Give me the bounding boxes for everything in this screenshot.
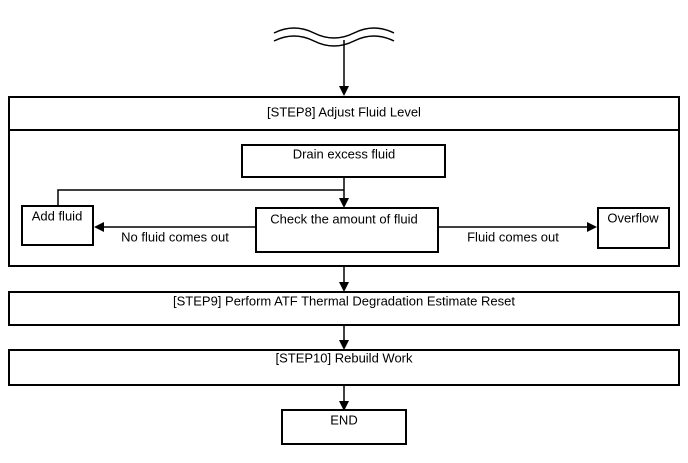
add-fluid-box (21, 205, 94, 246)
step10-box (8, 349, 680, 386)
overflow-box (597, 207, 670, 249)
arrowhead-add-fluid (94, 222, 104, 232)
step10-label: [STEP10] Rebuild Work (275, 350, 413, 365)
arrowhead-overflow (587, 222, 597, 232)
drain-excess-fluid-label: Drain excess fluid (293, 146, 396, 161)
step8-title: [STEP8] Adjust Fluid Level (267, 104, 421, 119)
arrowhead-end (339, 401, 349, 411)
connector-add-fluid-loop-back (57, 189, 344, 206)
end-label: END (330, 412, 357, 427)
drain-excess-fluid-box (241, 144, 446, 178)
add-fluid-label: Add fluid (32, 208, 83, 223)
fluid-comes-out-label: Fluid comes out (467, 229, 559, 244)
no-fluid-comes-out-label: No fluid comes out (121, 229, 229, 244)
continuation-break-symbol (273, 27, 395, 47)
overflow-label: Overflow (607, 210, 659, 225)
arrowhead-check (339, 198, 349, 208)
end-box (281, 409, 407, 445)
step9-label: [STEP9] Perform ATF Thermal Degradation … (173, 293, 515, 308)
arrowhead-step10 (339, 340, 349, 350)
check-amount-box (255, 207, 439, 253)
check-amount-label: Check the amount of fluid (270, 211, 417, 226)
step9-box (8, 291, 680, 326)
arrowhead-step9 (339, 282, 349, 292)
arrowhead-step8 (339, 86, 349, 96)
